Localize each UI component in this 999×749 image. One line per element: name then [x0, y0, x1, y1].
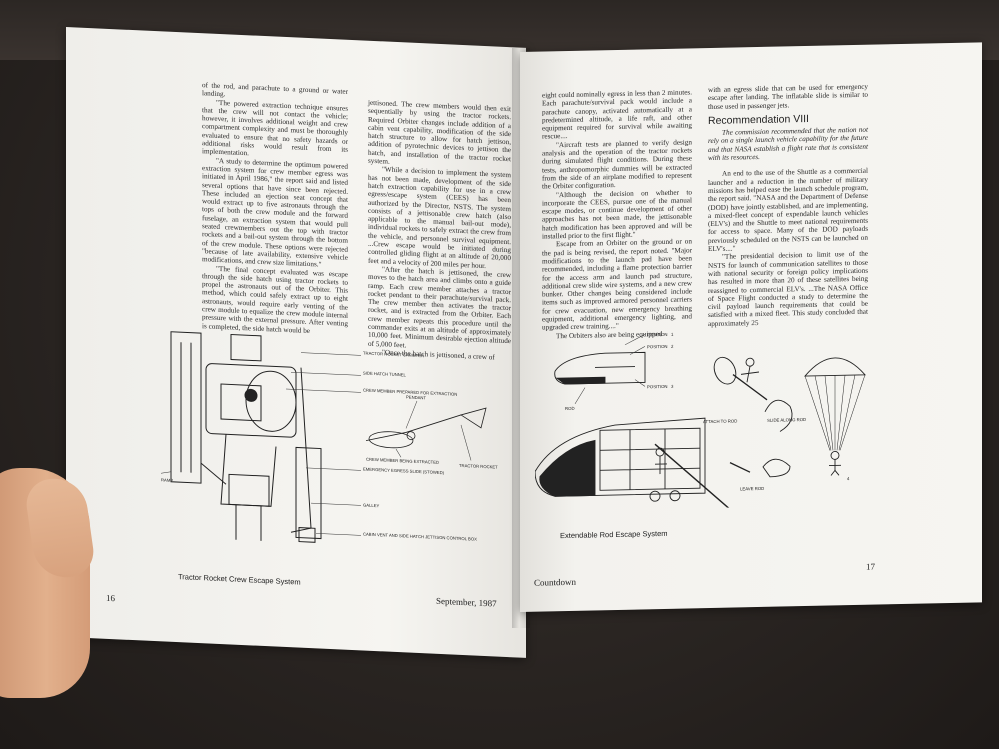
figure-caption: Tractor Rocket Crew Escape System	[178, 572, 301, 587]
label-rod: ROD	[565, 406, 575, 411]
paragraph: with an egress slide that can be used fo…	[708, 82, 868, 111]
label-extracted: CREW MEMBER BEING EXTRACTED	[366, 457, 439, 465]
label-vent: CABIN VENT AND SIDE HATCH JETTISON CONTR…	[363, 531, 477, 541]
label-position-2: POSITION	[647, 344, 668, 349]
paragraph: "Aircraft tests are planned to verify de…	[542, 138, 692, 191]
label-position-1: POSITION	[647, 332, 668, 337]
paragraph: An end to the use of the Shuttle as a co…	[708, 167, 868, 254]
page-number: 17	[866, 561, 875, 572]
tractor-rocket-figure: TRACTOR ROCKET CANISTER SIDE HATCH TUNNE…	[161, 331, 498, 543]
recommendation-text: The commission recommended that the nati…	[708, 125, 868, 163]
label-num-4: 4	[847, 476, 850, 481]
extendable-rod-figure: POSITION 1 POSITION 2 POSITION 3 ROD ATT…	[535, 332, 866, 512]
paragraph: "The presidential decision to limit use …	[708, 250, 868, 328]
section-heading: Recommendation VIII	[708, 112, 809, 127]
label-num-2: 2	[671, 344, 674, 349]
label-slide: EMERGENCY EGRESS SLIDE (STOWED)	[363, 466, 445, 475]
paragraph: "The powered extraction technique ensure…	[202, 98, 348, 158]
label-ramp: RAMP	[161, 477, 173, 483]
paragraph: "While a decision to implement the syste…	[368, 165, 511, 270]
page-number: 16	[106, 592, 115, 604]
label-pendant: PENDANT	[406, 394, 426, 400]
left-column-1: of the rod, and parachute to a ground or…	[202, 81, 348, 337]
footer-date: September, 1987	[436, 595, 497, 609]
footer-title: Countdown	[534, 576, 577, 588]
left-page: of the rod, and parachute to a ground or…	[66, 27, 526, 658]
paragraph: "A study to determine the optimum powere…	[202, 156, 348, 269]
label-position-3: POSITION	[647, 384, 668, 389]
paragraph: eight could nominally egress in less tha…	[542, 88, 692, 142]
label-num-3: 3	[671, 384, 674, 389]
right-page: eight could nominally egress in less tha…	[520, 42, 982, 612]
label-canister: TRACTOR ROCKET CANISTER	[363, 350, 424, 358]
label-num-1: 1	[671, 332, 674, 337]
figure-caption: Extendable Rod Escape System	[560, 528, 668, 541]
right-column-2: with an egress slide that can be used fo…	[708, 83, 868, 328]
label-prepared: CREW MEMBER PREPARED FOR EXTRACTION	[363, 387, 457, 396]
left-column-2: jettisoned. The crew members would then …	[368, 99, 511, 363]
label-tunnel: SIDE HATCH TUNNEL	[363, 370, 407, 377]
paragraph: "Although the decision on whether to inc…	[542, 187, 692, 241]
paragraph: jettisoned. The crew members would then …	[368, 98, 511, 166]
label-tractor: TRACTOR ROCKET	[459, 463, 498, 470]
paragraph: Escape from an Orbiter on the ground or …	[542, 237, 692, 332]
label-attach: ATTACH TO ROD	[703, 418, 737, 424]
right-column-1: eight could nominally egress in less tha…	[542, 88, 692, 340]
label-leave: LEAVE ROD	[740, 486, 764, 492]
label-galley: GALLEY	[363, 502, 379, 508]
label-slide-along: SLIDE ALONG ROD	[767, 417, 806, 423]
